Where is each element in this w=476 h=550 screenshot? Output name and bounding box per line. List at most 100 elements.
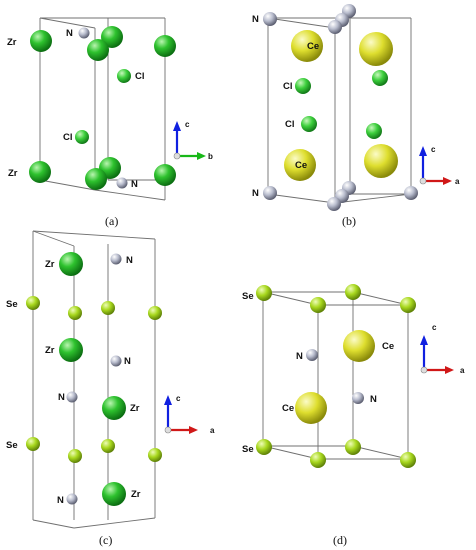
panel-d: Se N Ce Ce N Se c a (d) — [242, 284, 465, 547]
se-atom — [68, 306, 82, 320]
n-atom — [352, 392, 364, 404]
atom-label-ce-bottom: Ce — [295, 160, 307, 171]
se-atom — [26, 437, 40, 451]
zr-atom — [102, 396, 126, 420]
zr-atom — [154, 35, 176, 57]
panel-a: Zr N Cl Cl Zr N c b (a) — [7, 17, 213, 228]
unit-cell-b — [267, 17, 412, 204]
se-atom — [400, 297, 416, 313]
n-atom — [404, 186, 418, 200]
se-atom — [68, 449, 82, 463]
zr-atom — [87, 39, 109, 61]
atom-label-zr-1: Zr — [45, 259, 55, 270]
se-atom — [148, 306, 162, 320]
atom-label-cl-upper: Cl — [135, 71, 145, 82]
n-atom — [66, 493, 78, 505]
se-atom — [256, 285, 272, 301]
se-atom — [148, 448, 162, 462]
n-atom — [328, 20, 342, 34]
cl-atom — [366, 123, 382, 139]
ce-atom — [343, 330, 375, 362]
se-atom — [256, 439, 272, 455]
n-atom — [110, 253, 122, 265]
atom-label-n-top: N — [252, 14, 259, 25]
se-atom — [310, 297, 326, 313]
atom-label-cl-lower: Cl — [285, 119, 295, 130]
atom-label-se-bottom: Se — [242, 444, 254, 455]
n-atom — [263, 186, 277, 200]
se-atom — [101, 439, 115, 453]
zr-atom — [154, 164, 176, 186]
atom-label-se-2: Se — [6, 440, 18, 451]
se-atom — [345, 439, 361, 455]
unit-cell-c — [32, 230, 156, 529]
cl-atom — [372, 70, 388, 86]
se-atom — [400, 452, 416, 468]
atom-label-n-3: N — [58, 392, 65, 403]
axis-label-a: a — [455, 177, 460, 186]
axis-triad-b: c a — [419, 145, 460, 186]
atom-label-cl-upper: Cl — [283, 81, 293, 92]
axis-label-a: a — [460, 366, 465, 375]
atom-label-zr-3: Zr — [130, 403, 140, 414]
atom-label-ce-upper: Ce — [382, 341, 394, 352]
atom-label-ce-lower: Ce — [282, 403, 294, 414]
ce-atom — [295, 392, 327, 424]
axis-label-c: c — [432, 323, 437, 332]
axis-label-c: c — [185, 120, 190, 129]
ce-atom — [284, 149, 316, 181]
axis-label-b: b — [208, 152, 213, 161]
atom-label-n-2: N — [124, 356, 131, 367]
panel-c: Zr N Se Zr N N Zr Se N Zr c a (c) — [6, 230, 215, 547]
zr-atom — [29, 161, 51, 183]
atom-label-n-top: N — [66, 28, 73, 39]
zr-atom — [59, 252, 83, 276]
atom-label-zr-top: Zr — [7, 37, 17, 48]
cl-atom — [75, 130, 89, 144]
atom-label-ce-top: Ce — [307, 41, 319, 52]
atom-label-n-bottom: N — [131, 179, 138, 190]
caption-d: (d) — [333, 533, 347, 547]
caption-a: (a) — [105, 214, 118, 228]
se-atom — [101, 301, 115, 315]
atom-label-n-4: N — [57, 495, 64, 506]
ce-atom — [359, 32, 393, 66]
axis-triad-c: c a — [164, 394, 215, 435]
n-atom — [116, 177, 128, 189]
zr-atom — [102, 482, 126, 506]
panel-b: N Ce Cl Cl Ce N c a (b) — [252, 4, 460, 228]
ce-atom — [364, 144, 398, 178]
cl-atom — [117, 69, 131, 83]
n-atom — [306, 349, 318, 361]
n-atom — [263, 12, 277, 26]
atom-label-zr-4: Zr — [131, 489, 141, 500]
zr-atom — [101, 26, 123, 48]
se-atom — [26, 296, 40, 310]
ce-atom — [291, 30, 323, 62]
se-atom — [310, 452, 326, 468]
axis-triad-a: c b — [173, 120, 213, 161]
zr-atom — [30, 30, 52, 52]
n-atom — [110, 355, 122, 367]
n-atom — [78, 27, 90, 39]
atom-label-zr-bottom: Zr — [8, 168, 18, 179]
atom-label-n-lower: N — [370, 394, 377, 405]
atom-label-n-upper: N — [296, 351, 303, 362]
axis-triad-d: c a — [420, 323, 465, 375]
se-atom — [345, 284, 361, 300]
unit-cell-d — [262, 291, 409, 460]
caption-c: (c) — [99, 533, 112, 547]
axis-label-c: c — [176, 394, 181, 403]
atom-label-n-bottom: N — [252, 188, 259, 199]
zr-atom — [59, 338, 83, 362]
zr-atom — [85, 168, 107, 190]
n-atom — [66, 391, 78, 403]
atom-label-cl-lower: Cl — [63, 132, 73, 143]
axis-label-c: c — [431, 145, 436, 154]
n-atom — [327, 197, 341, 211]
atom-label-n-1: N — [126, 255, 133, 266]
axis-label-a: a — [210, 426, 215, 435]
caption-b: (b) — [342, 214, 356, 228]
cl-atom — [301, 116, 317, 132]
